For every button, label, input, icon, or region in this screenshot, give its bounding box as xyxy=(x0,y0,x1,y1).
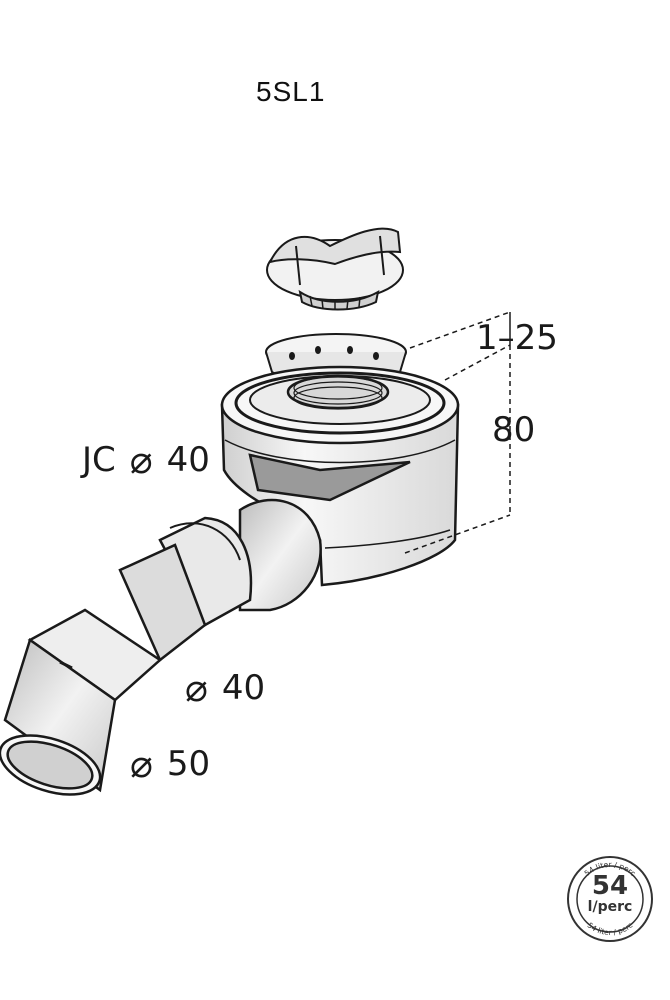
badge-value: 54 xyxy=(591,871,629,901)
drain-cap xyxy=(266,227,404,311)
dimension-lines xyxy=(404,311,511,554)
model-title: 5SL1 xyxy=(256,76,326,107)
total-height-label: 80 xyxy=(492,410,536,450)
outlet-outer-value: 50 xyxy=(166,744,211,784)
diameter-icon: ⌀ xyxy=(129,438,153,482)
flow-rate-badge: 54 liter / perc 54 liter / perc 54 l/per… xyxy=(566,855,654,943)
badge-ring: 54 liter / perc 54 liter / perc xyxy=(567,856,653,942)
height-range-label: 1–25 xyxy=(476,318,558,358)
outlet-pipe xyxy=(0,498,322,796)
diameter-icon: ⌀ xyxy=(130,742,153,786)
outlet-inner-value: 40 xyxy=(221,668,266,708)
jc-diameter-value: 40 xyxy=(166,440,210,480)
outlet-inner-diameter-label: ⌀ 40 xyxy=(185,668,265,708)
jc-prefix: JC xyxy=(82,440,116,480)
jc-diameter-label: JC ⌀ 40 xyxy=(82,440,210,480)
diameter-icon: ⌀ xyxy=(185,666,208,710)
trap-body xyxy=(220,365,460,587)
outlet-outer-diameter-label: ⌀ 50 xyxy=(130,744,210,784)
badge-unit: l/perc xyxy=(587,899,633,915)
